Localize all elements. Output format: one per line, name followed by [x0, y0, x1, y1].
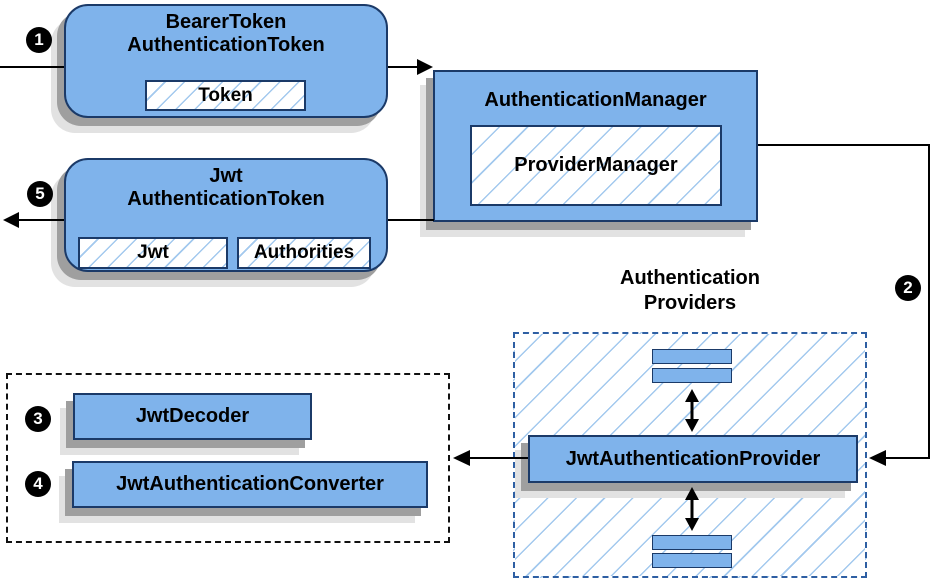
step-4-number: 4	[33, 474, 43, 493]
provider-manager-label: ProviderManager	[514, 154, 678, 176]
step-5-number: 5	[35, 184, 45, 203]
provider-bar	[652, 349, 732, 364]
jwt-inner-box: Jwt	[78, 237, 228, 269]
providers-heading-line2: Providers	[643, 292, 737, 314]
provider-bar	[652, 535, 732, 550]
authorities-inner-box: Authorities	[237, 237, 371, 269]
step-3-number: 3	[33, 409, 43, 428]
step-1-number: 1	[34, 30, 44, 49]
arrowhead-left-icon	[453, 450, 470, 466]
authentication-manager-title: AuthenticationManager	[484, 89, 707, 111]
bearer-token-title-line2: AuthenticationToken	[127, 34, 325, 56]
bearer-token-title: BearerToken AuthenticationToken	[66, 6, 386, 57]
arrowhead-left-icon	[3, 212, 19, 228]
jwt-authentication-provider-label: JwtAuthenticationProvider	[565, 447, 821, 470]
step-1-badge: 1	[26, 27, 52, 53]
providers-heading-line1: Authentication	[620, 267, 760, 289]
token-inner-box: Token	[145, 80, 306, 111]
bearer-token-title-line1: BearerToken	[165, 11, 287, 33]
jwt-authentication-provider-box: JwtAuthenticationProvider	[528, 435, 858, 483]
provider-manager-inner-box: ProviderManager	[470, 125, 722, 206]
step-2-number: 2	[903, 278, 913, 297]
provider-bar	[652, 368, 732, 383]
step-4-badge: 4	[25, 471, 51, 497]
token-label: Token	[198, 84, 253, 106]
provider-bar	[652, 553, 732, 568]
jwt-token-title-line2: AuthenticationToken	[127, 188, 325, 210]
jwt-decoder-label: JwtDecoder	[135, 405, 250, 427]
step-3-badge: 3	[25, 406, 51, 432]
jwt-decoder-box: JwtDecoder	[73, 393, 312, 440]
jwt-authentication-converter-box: JwtAuthenticationConverter	[72, 461, 428, 508]
authentication-providers-heading: Authentication Providers	[513, 266, 867, 316]
jwt-token-title: Jwt AuthenticationToken	[66, 160, 386, 211]
jwt-token-title-line1: Jwt	[209, 165, 243, 187]
step-5-badge: 5	[27, 181, 53, 207]
step-2-badge: 2	[895, 275, 921, 301]
authorities-label: Authorities	[253, 242, 355, 263]
arrowhead-left-icon	[869, 450, 886, 466]
jwt-label: Jwt	[137, 242, 169, 263]
jwt-authentication-converter-label: JwtAuthenticationConverter	[116, 473, 384, 495]
arrowhead-right-icon	[417, 59, 433, 75]
